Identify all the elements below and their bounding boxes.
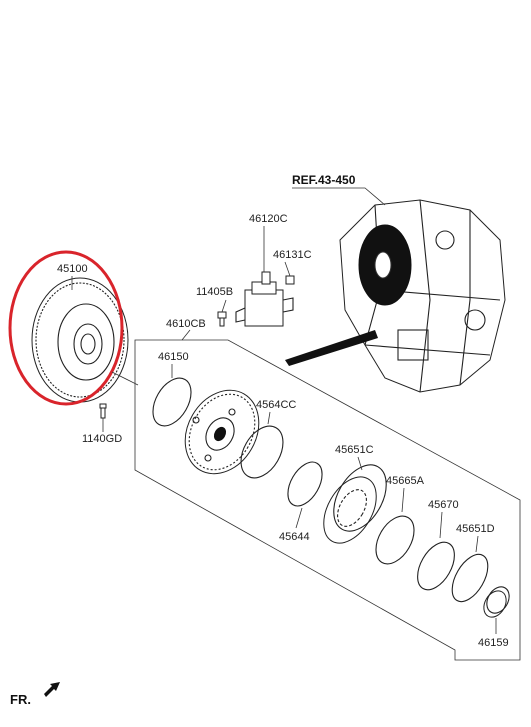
ring-45665A (375, 515, 415, 565)
seal-46159 (483, 586, 510, 618)
ring-45670 (417, 541, 455, 591)
label-45651D: 45651D (456, 523, 495, 535)
label-1140GD: 1140GD (82, 433, 122, 445)
label-4610CB: 4610CB (166, 318, 206, 330)
label-45651C: 45651C (335, 444, 374, 456)
oil-pump (184, 389, 260, 475)
ring-45651D (451, 553, 489, 603)
label-45670: 45670 (428, 499, 459, 511)
label-11405B: 11405B (196, 286, 233, 298)
leader-wedge (285, 330, 378, 366)
label-46150: 46150 (158, 351, 189, 363)
ring-4564CC (240, 425, 284, 479)
bolt-11405B (217, 311, 227, 327)
front-arrow-icon (44, 682, 60, 697)
solenoid-assembly (235, 271, 295, 327)
label-46131C: 46131C (273, 249, 312, 261)
highlight-circle (8, 250, 124, 406)
label-45100: 45100 (57, 263, 88, 275)
assembly-outline (134, 339, 521, 661)
oring-46150 (152, 377, 192, 427)
label-46159: 46159 (478, 637, 509, 649)
torque-converter (31, 277, 129, 403)
ref-leader (292, 187, 386, 206)
ring-45644 (287, 461, 323, 507)
ref-label: REF.43-450 (292, 173, 356, 187)
clutch-hub (323, 464, 387, 544)
label-45644: 45644 (279, 531, 310, 543)
label-45665A: 45665A (386, 475, 425, 487)
bolt-1140GD (99, 403, 107, 419)
fr-label: FR. (10, 692, 31, 707)
label-46120C: 46120C (249, 213, 288, 225)
transaxle-housing (339, 199, 506, 393)
label-4564CC: 4564CC (256, 399, 296, 411)
